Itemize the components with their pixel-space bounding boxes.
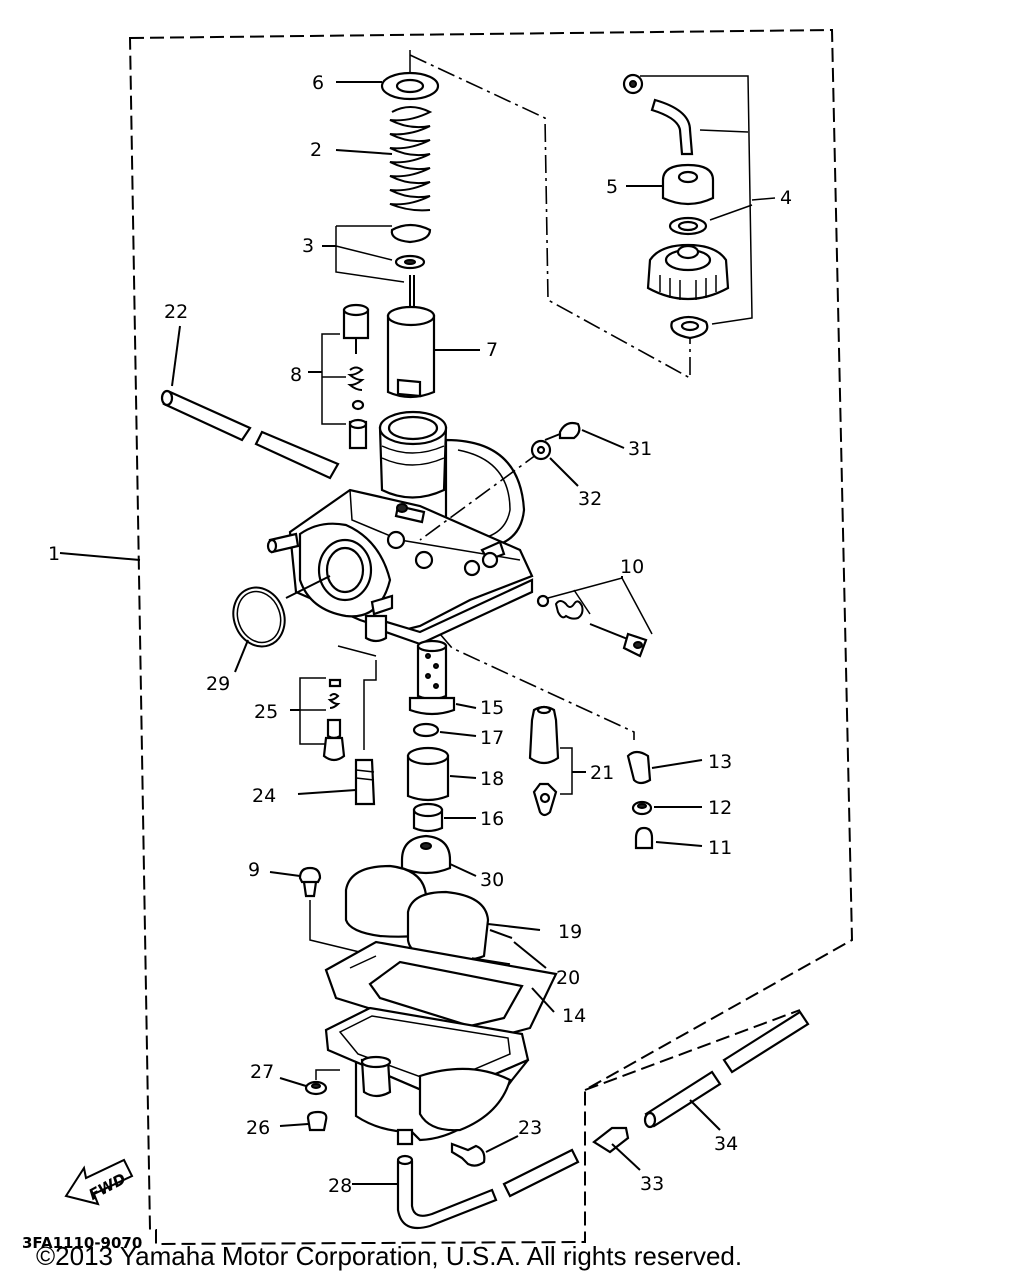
callout-3: 3 [302,235,314,257]
drain-hose-28 [396,1160,498,1230]
callout-23: 23 [518,1117,542,1139]
hose-34 [643,1010,810,1129]
callout-33: 33 [640,1173,664,1195]
callout-18: 18 [480,768,504,790]
callout-14: 14 [562,1005,586,1027]
callout-17: 17 [480,727,504,749]
pilot-jet-group [322,645,377,806]
callout-16: 16 [480,808,504,830]
fwd-arrow-icon: FWD [64,1158,134,1206]
carburetor-body [266,410,534,646]
callout-11: 11 [708,837,732,859]
callout-32: 32 [578,488,602,510]
throttle-slide-group [380,50,440,399]
callout-31: 31 [628,438,652,460]
callout-26: 26 [246,1117,270,1139]
screw-26-washer-27 [304,1080,328,1132]
vent-tube-22 [160,389,340,480]
callout-30: 30 [480,869,504,891]
callout-12: 12 [708,797,732,819]
main-jet-stack [400,639,456,875]
callout-4: 4 [780,187,792,209]
callout-29: 29 [206,673,230,695]
callout-5: 5 [606,176,618,198]
callout-25: 25 [254,701,278,723]
callout-22: 22 [164,301,188,323]
callout-10: 10 [620,556,644,578]
gasket-14 [324,940,558,1044]
callout-2: 2 [310,139,322,161]
needle-valve-21 [528,705,560,817]
callout-13: 13 [708,751,732,773]
screw-31-washer-32 [530,421,581,461]
callout-7: 7 [486,339,498,361]
assembly-boundary [128,28,854,1246]
callout-labels: 1 2 3 4 5 6 7 8 9 10 11 12 13 14 15 16 1… [48,72,792,1197]
callout-9: 9 [248,859,260,881]
callout-27: 27 [250,1061,274,1083]
float-bowl [324,1006,530,1146]
callout-28: 28 [328,1175,352,1197]
pilot-screw-group [342,303,370,450]
fitting-33 [592,1126,630,1154]
callout-20: 20 [556,967,580,989]
screw-9 [298,866,322,898]
callout-19: 19 [558,921,582,943]
throttle-stop-screw-10 [536,594,648,658]
callout-24: 24 [252,785,276,807]
callout-34: 34 [714,1133,738,1155]
callout-6: 6 [312,72,324,94]
callout-21: 21 [590,762,614,784]
throttle-cap-group [622,73,730,340]
float-19 [344,864,513,962]
copyright-notice: ©2013 Yamaha Motor Corporation, U.S.A. A… [36,1241,743,1271]
hose-boundary-link [584,1009,801,1091]
drain-screw-23 [450,1142,486,1167]
o-ring-29 [232,586,286,648]
throttle-screw-13-11-12 [626,750,654,850]
callout-1: 1 [48,543,60,565]
drawing-code: 3FA1110-9070 [22,1234,142,1252]
callout-8: 8 [290,364,302,386]
callout-15: 15 [480,697,504,719]
